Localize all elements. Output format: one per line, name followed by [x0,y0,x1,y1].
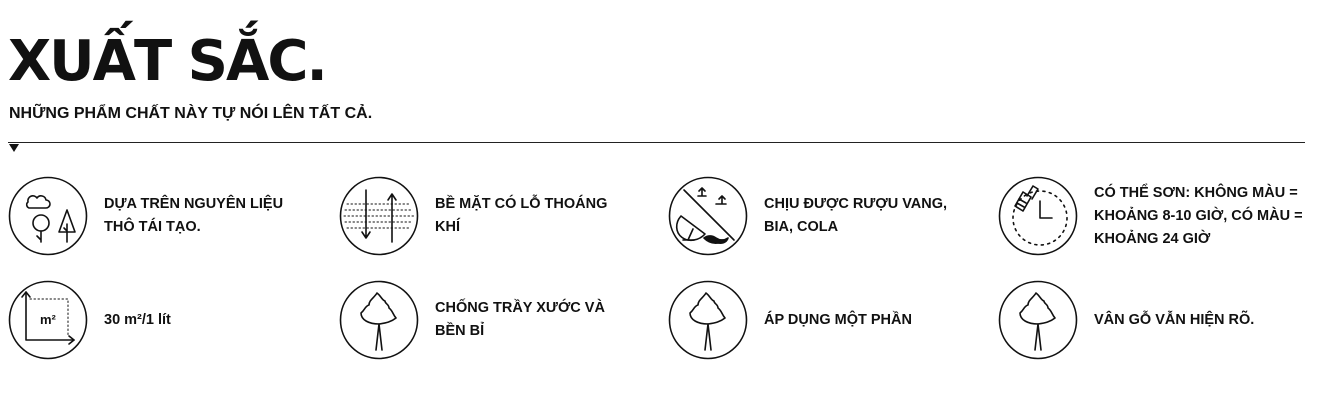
wine-glass-resistant-icon [668,176,748,256]
feature-label: DỰA TRÊN NGUYÊN LIỆU THÔ TÁI TẠO. [104,196,284,235]
area-m2-icon: m² [8,280,88,360]
feature-label: ÁP DỤNG MỘT PHẦN [764,311,912,328]
feature-label: CÓ THỂ SƠN: KHÔNG MÀU = KHOẢNG 8-10 GIỜ,… [1094,184,1303,247]
tree-icon [339,280,419,360]
feature-label: CHỊU ĐƯỢC RƯỢU VANG, BIA, COLA [764,196,948,235]
feature-label: BỀ MẶT CÓ LỖ THOÁNG KHÍ [435,196,608,235]
feature-label: CHỐNG TRẦY XƯỚC VÀ BỀN BỈ [435,300,605,339]
tree-icon [668,280,748,360]
cloud-trees-icon [8,176,88,256]
arrow-down-icon [9,144,19,152]
breathable-surface-icon [339,176,419,256]
brush-clock-icon [998,176,1078,256]
feature-label: VÂN GỖ VẪN HIỆN RÕ. [1094,311,1255,328]
divider-line [8,142,1305,143]
page-title: XUẤT SẮC. [8,29,328,94]
tree-icon [998,280,1078,360]
page-subtitle: NHỮNG PHẨM CHẤT NÀY TỰ NÓI LÊN TẤT CẢ. [9,105,373,122]
m2-icon-label: m² [40,312,57,327]
feature-label: 30 m²/1 lít [104,311,171,328]
